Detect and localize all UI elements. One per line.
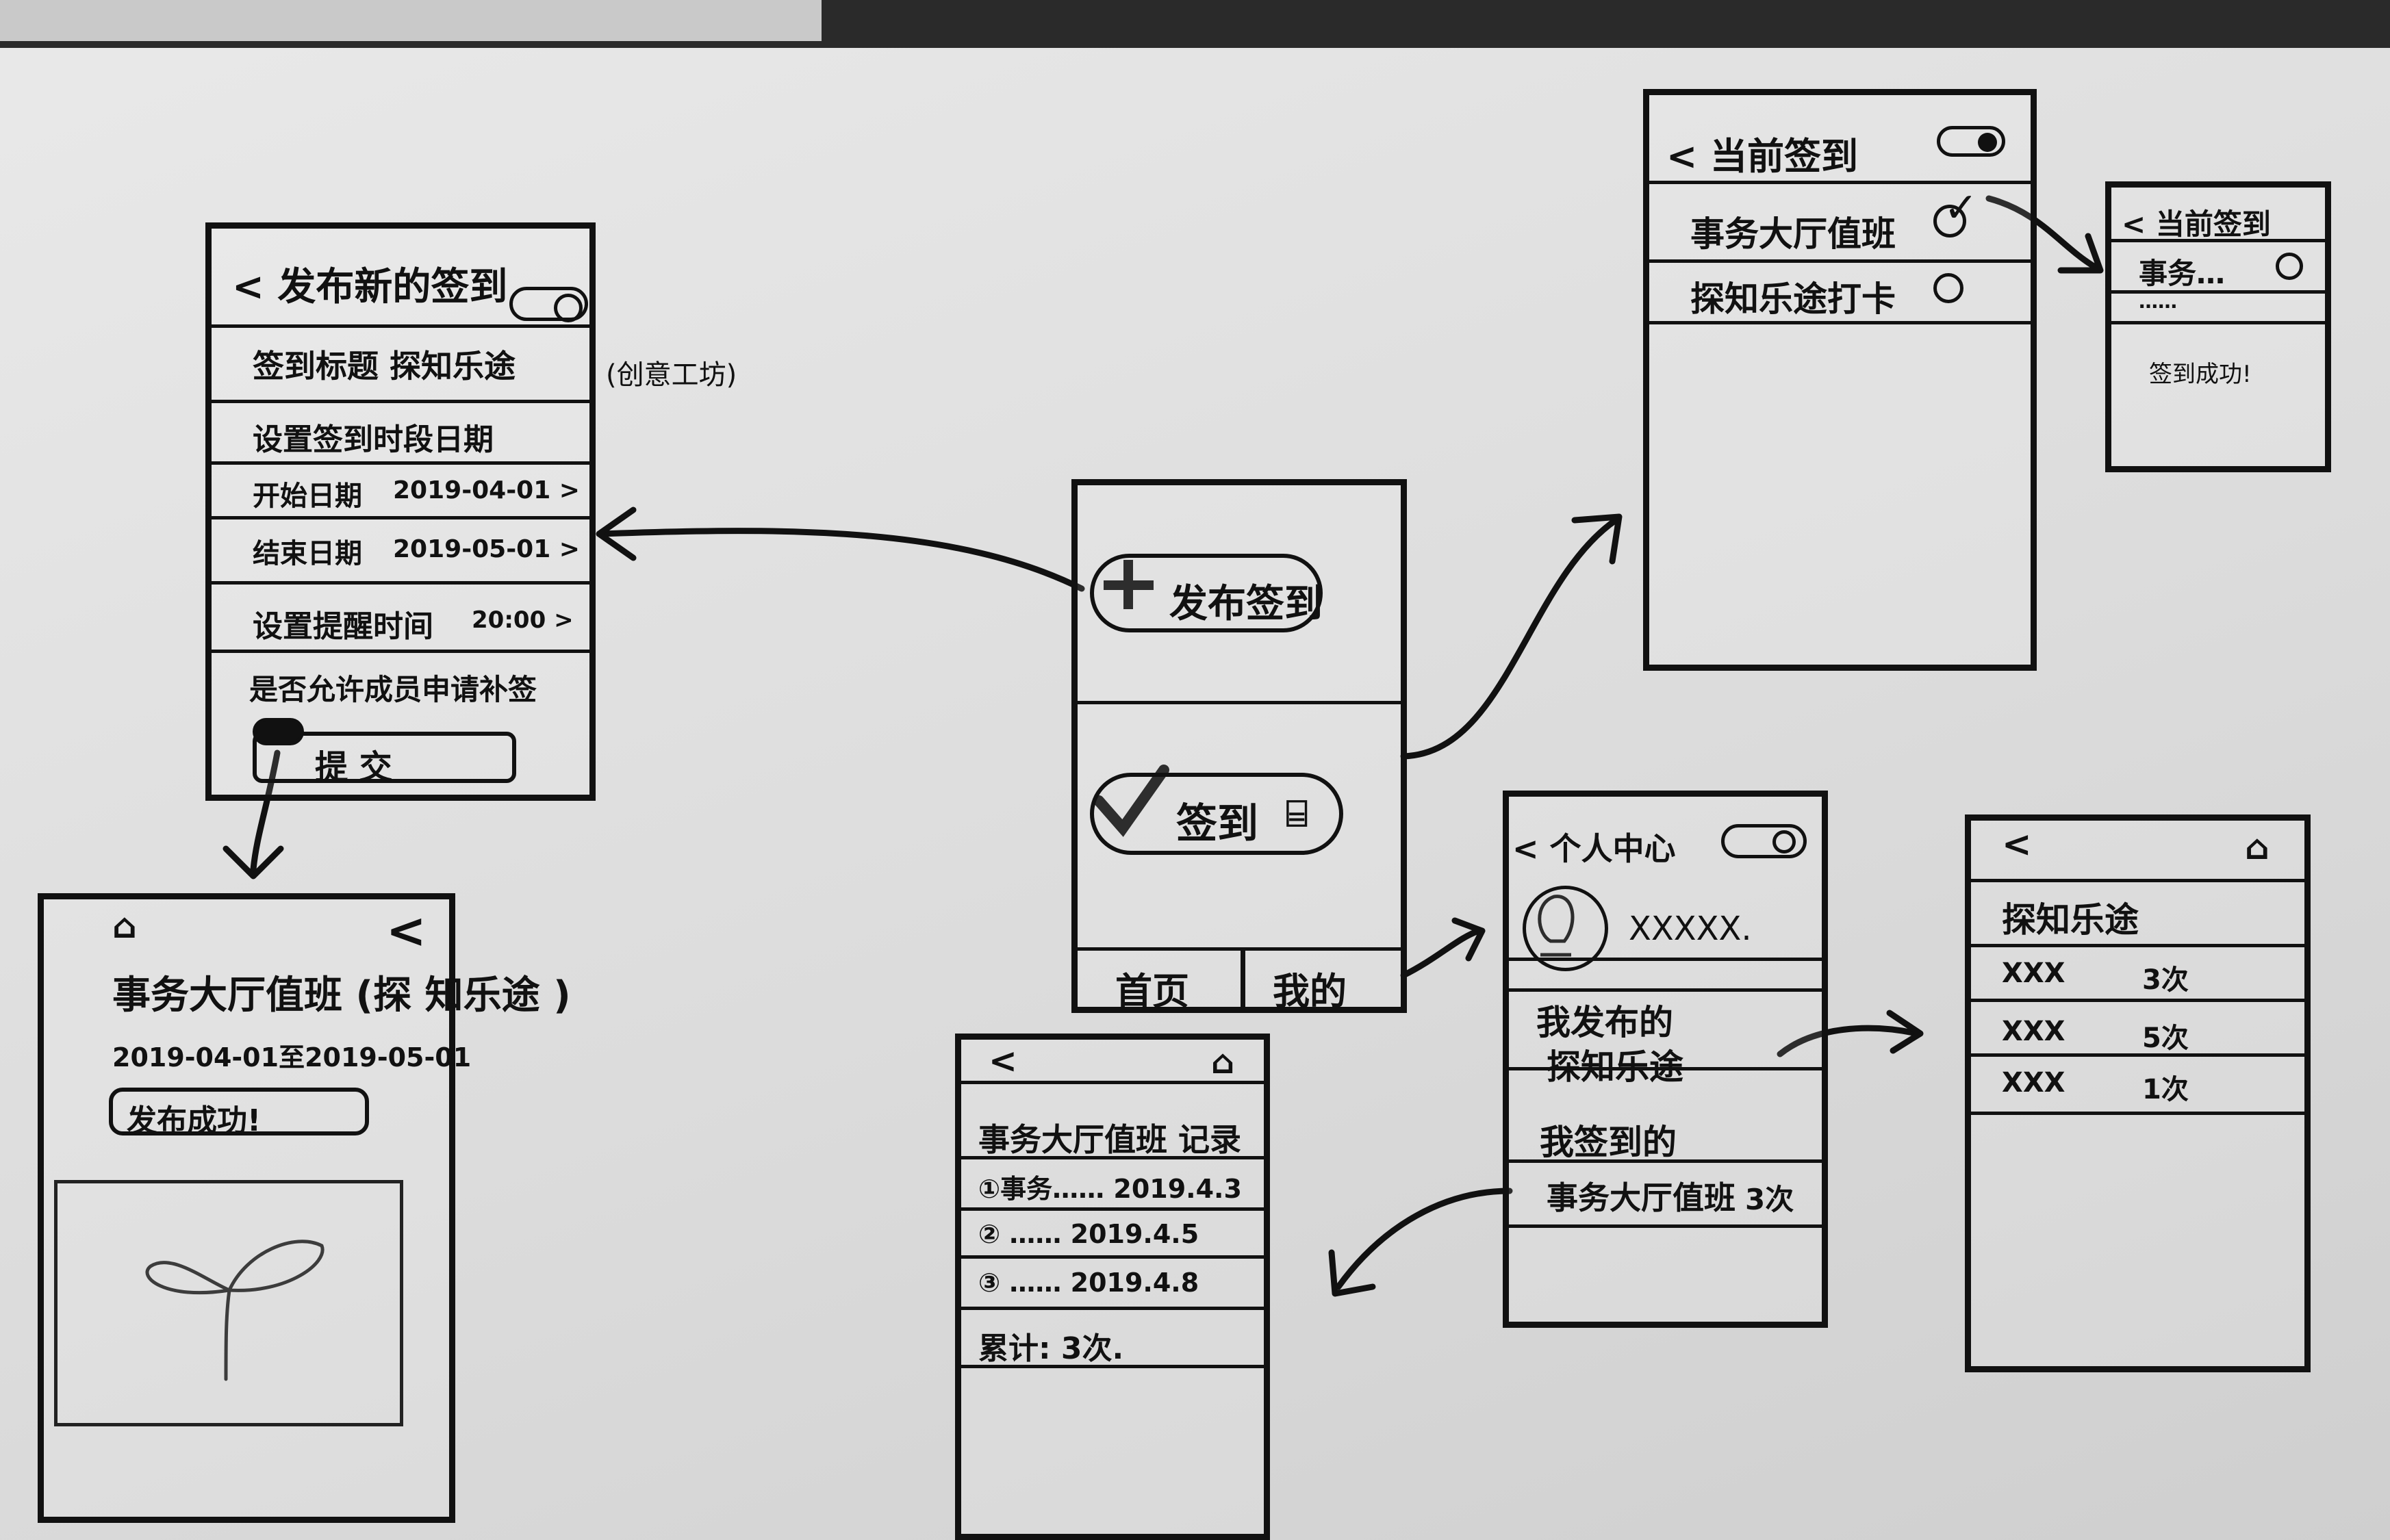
tab-home[interactable]: 首页: [1078, 951, 1245, 1013]
background-paper: [0, 0, 822, 41]
home-icon[interactable]: ⌂: [112, 906, 137, 946]
member-row-1-name: XXX: [2002, 958, 2065, 989]
success-item-1: 事务…: [2139, 257, 2226, 290]
arrow-profile-to-members: [1777, 1025, 1920, 1057]
my-checkins-item[interactable]: 事务大厅值班: [1547, 1179, 1736, 1216]
records-total: 累计: 3次.: [978, 1331, 1124, 1366]
member-row-2-name: XXX: [2002, 1016, 2065, 1047]
profile-screen: < 个人中心 XXXXX. 我发布的 探知乐途 我签到的 事务大厅值班 3次: [1503, 791, 1828, 1328]
success-item-2: ……: [2139, 290, 2177, 313]
home-screen: 发布签到 签到 ⌸ 首页 我的: [1071, 479, 1407, 1013]
publish-form-title: < 发布新的签到: [232, 265, 508, 309]
menu-toggle-icon[interactable]: [1721, 824, 1807, 858]
checked-radio-icon[interactable]: [1933, 205, 1966, 238]
current-checkin-title: < 当前签到: [1666, 135, 1859, 178]
checked-radio-icon: [2276, 253, 2303, 280]
reminder-value[interactable]: 20:00 >: [472, 606, 574, 634]
title-note: (创意工坊): [606, 359, 737, 391]
my-published-label: 我发布的: [1536, 1003, 1673, 1042]
records-home-icon[interactable]: ⌂: [1211, 1043, 1235, 1081]
arrow-submit-to-success: [250, 749, 281, 873]
allow-makeup-label: 是否允许成员申请补签: [249, 673, 537, 706]
records-title: 事务大厅值班 记录: [978, 1121, 1242, 1158]
arrow-checkin-to-success: [1985, 195, 2098, 270]
record-row-2: ② …… 2019.4.5: [978, 1219, 1199, 1249]
arrow-mine-to-profile: [1400, 927, 1482, 979]
end-date-value[interactable]: 2019-05-01 >: [393, 535, 580, 563]
title-field[interactable]: 签到标题 探知乐途: [253, 348, 516, 385]
publish-success-badge: 发布成功!: [109, 1088, 369, 1138]
members-back-icon[interactable]: <: [2002, 824, 2032, 865]
record-row-1: ①事务…… 2019.4.3: [978, 1174, 1242, 1204]
avatar[interactable]: [1523, 886, 1608, 971]
publish-form-screen: < 发布新的签到 签到标题 探知乐途 设置签到时段日期 开始日期 2019-04…: [205, 222, 596, 801]
members-home-icon[interactable]: ⌂: [2245, 827, 2270, 867]
menu-toggle-icon[interactable]: [509, 287, 588, 322]
profile-username: XXXXX.: [1629, 910, 1752, 948]
records-back-icon[interactable]: <: [989, 1041, 1017, 1081]
members-screen: < ⌂ 探知乐途 XXX 3次 XXX 5次 XXX 1次: [1965, 814, 2311, 1372]
members-title: 探知乐途: [2002, 900, 2139, 940]
checkin-success-message: 签到成功!: [2149, 361, 2252, 388]
my-checkins-label: 我签到的: [1540, 1122, 1677, 1162]
unchecked-radio-icon[interactable]: [1933, 273, 1963, 303]
record-row-3: ③ …… 2019.4.8: [978, 1268, 1199, 1298]
checkin-label: 签到: [1176, 800, 1258, 848]
member-row-2-count: 5次: [2142, 1023, 2189, 1054]
success-date-range: 2019-04-01至2019-05-01: [112, 1042, 472, 1073]
start-date-value[interactable]: 2019-04-01 >: [393, 476, 580, 504]
checkin-button[interactable]: 签到 ⌸: [1090, 773, 1343, 855]
tab-mine-label: 我的: [1273, 970, 1347, 1013]
back-icon[interactable]: <: [386, 903, 427, 959]
member-row-1-count: 3次: [2142, 964, 2189, 996]
stamp-icon: ⌸: [1286, 792, 1308, 835]
checkin-item-2[interactable]: 探知乐途打卡: [1690, 279, 1896, 319]
checkin-success-title: < 当前签到: [2122, 207, 2271, 241]
checkin-item-1[interactable]: 事务大厅值班: [1690, 214, 1896, 254]
submit-button[interactable]: 提 交: [253, 732, 516, 786]
publish-checkin-label: 发布签到: [1169, 582, 1323, 626]
sprout-image: [54, 1180, 403, 1426]
tab-home-label: 首页: [1115, 970, 1189, 1013]
set-period-label: 设置签到时段日期: [253, 422, 494, 457]
arrow-home-to-checkin: [1400, 517, 1619, 760]
member-row-3-name: XXX: [2002, 1067, 2065, 1099]
records-screen: < ⌂ 事务大厅值班 记录 ①事务…… 2019.4.3 ② …… 2019.4…: [955, 1034, 1270, 1540]
my-checkins-count: 3次: [1745, 1183, 1794, 1216]
start-date-label: 开始日期: [253, 480, 362, 512]
checkin-success-screen: < 当前签到 事务… …… 签到成功!: [2105, 181, 2331, 472]
publish-checkin-button[interactable]: 发布签到: [1090, 554, 1323, 632]
arrow-home-to-publish: [599, 528, 1085, 592]
arrow-profile-to-records: [1335, 1188, 1513, 1290]
profile-title: < 个人中心: [1512, 830, 1676, 867]
checkmark-icon: ✓: [1944, 184, 1979, 232]
end-date-label: 结束日期: [253, 538, 362, 569]
reminder-label: 设置提醒时间: [253, 609, 433, 644]
menu-toggle-icon[interactable]: [1937, 126, 2005, 157]
tab-mine[interactable]: 我的: [1245, 951, 1403, 1013]
publish-success-label: 发布成功!: [127, 1103, 262, 1138]
publish-success-screen: ⌂ < 事务大厅值班 (探 知乐途 ) 2019-04-01至2019-05-0…: [38, 893, 571, 1523]
current-checkin-screen: < 当前签到 事务大厅值班 ✓ 探知乐途打卡: [1643, 89, 2037, 671]
member-row-3-count: 1次: [2142, 1074, 2189, 1105]
submit-button-label: 提 交: [315, 748, 392, 786]
success-title: 事务大厅值班 (探 知乐途 ): [112, 973, 571, 1018]
sprout-drawing: [145, 1240, 325, 1381]
